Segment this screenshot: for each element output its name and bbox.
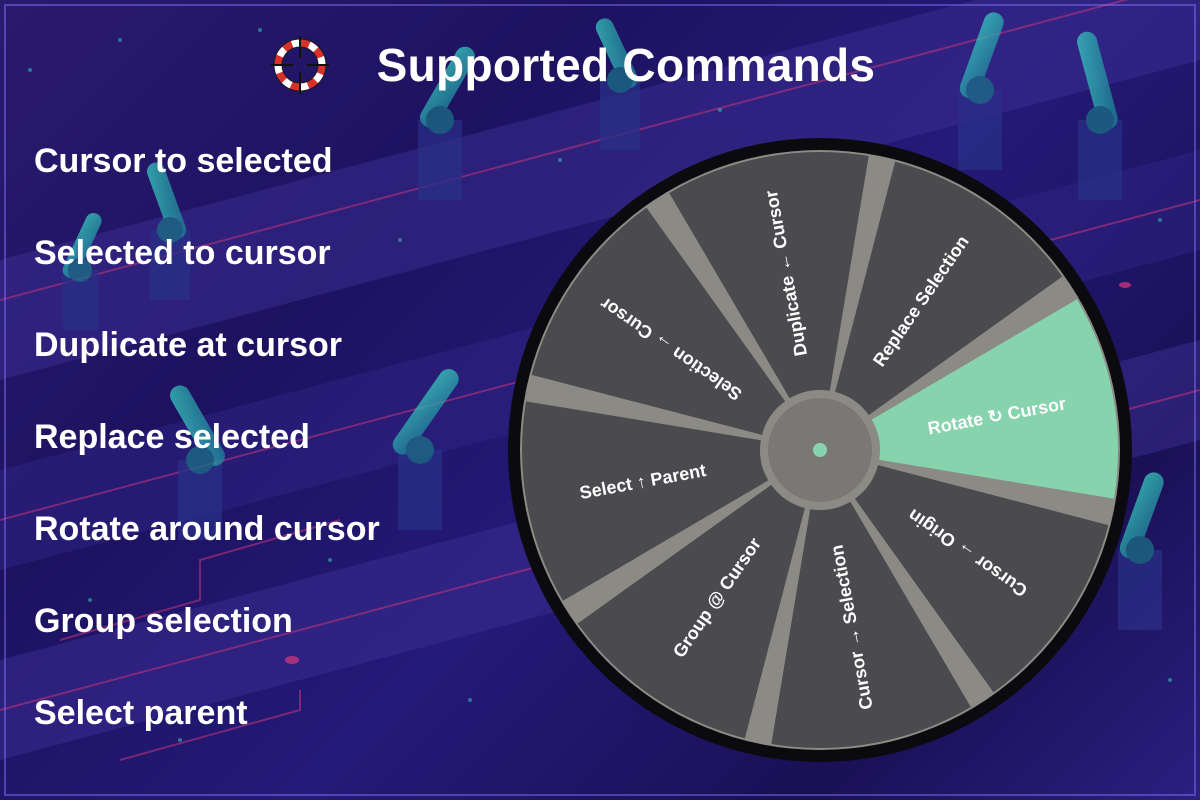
command-item: Duplicate at cursor — [34, 326, 342, 364]
page-title: Supported Commands — [376, 39, 876, 91]
pie-slice-group-cursor[interactable] — [577, 484, 805, 739]
robot-arm-shapes — [62, 12, 1164, 630]
pie-slice-cursor-selection[interactable] — [771, 501, 971, 748]
pie-slice-selection-cursor[interactable] — [531, 207, 786, 435]
pie-slice-cursor-origin[interactable] — [854, 465, 1109, 693]
command-item: Select parent — [34, 694, 248, 732]
command-item: Replace selected — [34, 418, 310, 456]
header: Supported Commands — [0, 30, 1200, 100]
command-item: Group selection — [34, 602, 293, 640]
pie-slice-duplicate-cursor[interactable] — [669, 152, 869, 399]
command-list: Cursor to selected Selected to cursor Du… — [34, 140, 380, 784]
pie-slice-rotate-cursor[interactable] — [871, 299, 1118, 499]
command-item: Selected to cursor — [34, 234, 331, 272]
command-item: Rotate around cursor — [34, 510, 380, 548]
cursor-target-icon — [270, 36, 329, 94]
command-item: Cursor to selected — [34, 142, 333, 180]
pie-slice-select-parent[interactable] — [522, 401, 769, 601]
pie-menu-center-dot — [813, 443, 827, 457]
pie-slice-replace-selection[interactable] — [835, 161, 1063, 416]
